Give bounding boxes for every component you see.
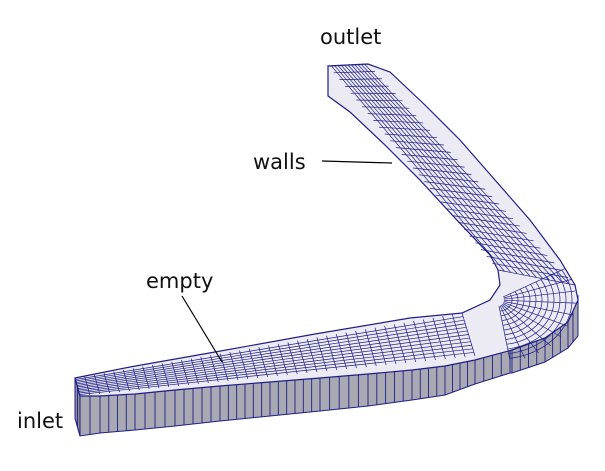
mesh-line [503, 268, 566, 298]
mesh-line [78, 344, 472, 392]
mesh-line [77, 337, 470, 389]
mesh-line [499, 305, 526, 359]
mesh-line [503, 302, 569, 327]
mesh-arc-line [503, 284, 537, 331]
mesh-arc-line [508, 272, 567, 355]
mesh-line [357, 64, 557, 282]
mesh-line [337, 65, 518, 274]
mesh-line [334, 65, 512, 273]
mesh-line [502, 303, 561, 338]
mesh-line [344, 64, 531, 277]
mesh-line [503, 299, 576, 304]
top-face [74, 63, 579, 397]
mesh-line [331, 65, 505, 272]
walls-leader-line [321, 160, 393, 164]
mesh-line [503, 279, 572, 299]
mesh-line [341, 65, 524, 276]
mesh-line [503, 301, 574, 316]
mesh-line [77, 334, 469, 388]
mesh-arc-line [506, 276, 555, 345]
mesh-line [79, 352, 474, 395]
mesh-arc-line [501, 291, 519, 317]
mesh-arc-line [502, 286, 531, 326]
empty-leader-line [181, 295, 223, 363]
mesh-line [78, 341, 471, 391]
mesh-line [503, 290, 576, 300]
mesh-line [77, 330, 468, 386]
empty-label: empty [146, 269, 213, 293]
top-face-surface [74, 63, 579, 397]
walls-label: walls [253, 150, 306, 174]
mesh-grid [74, 63, 576, 397]
mesh-line [364, 63, 569, 284]
mesh-line [498, 305, 511, 362]
mesh-line [75, 316, 464, 380]
inlet-label: inlet [17, 409, 63, 433]
mesh-arc-line [509, 269, 573, 359]
mesh-arc-line [502, 289, 525, 321]
mesh-line [76, 323, 466, 383]
mesh-line [500, 304, 539, 354]
mesh-arc-line [507, 274, 561, 350]
mesh-line [501, 304, 551, 346]
mesh-line [351, 64, 544, 279]
mesh-line [75, 319, 465, 382]
mesh-line [354, 64, 550, 281]
mesh-line [76, 326, 467, 385]
mesh-arc-line [500, 294, 513, 312]
mesh-arc-line [505, 279, 549, 340]
mesh-line [347, 64, 537, 278]
outlet-label: outlet [320, 25, 381, 49]
mesh-arc-line [504, 281, 543, 336]
mesh-line [361, 64, 563, 283]
mesh-line [79, 348, 473, 394]
